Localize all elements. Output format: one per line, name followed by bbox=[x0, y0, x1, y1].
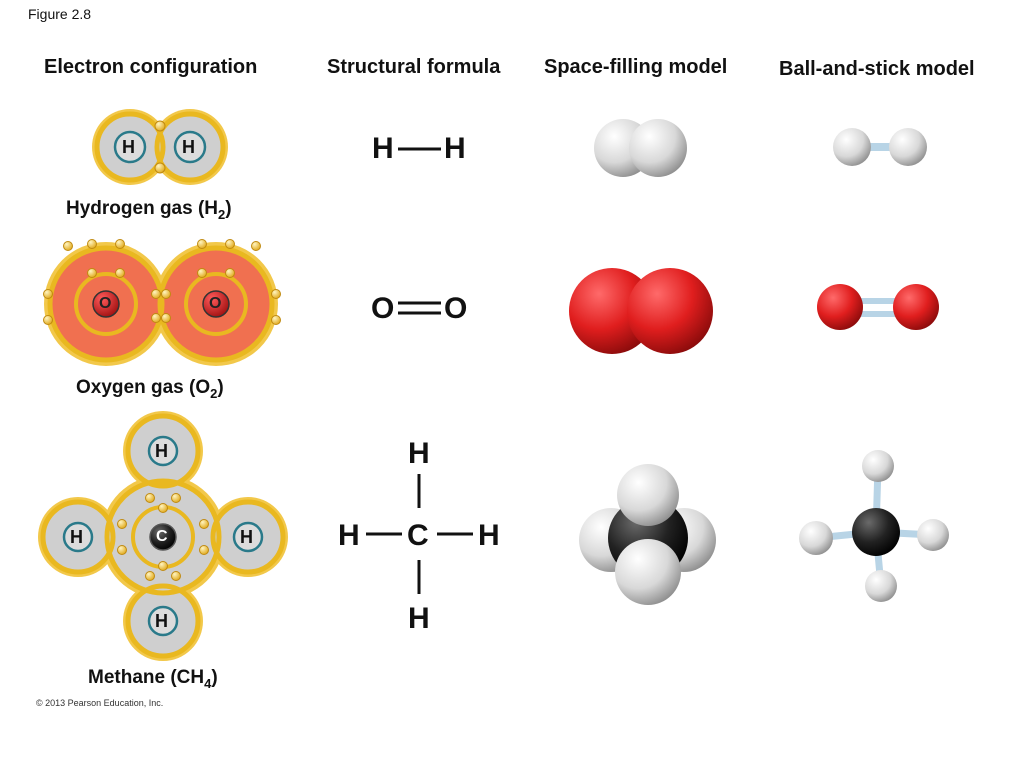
column-header-ball-and-stick-model: Ball-and-stick model bbox=[779, 58, 975, 80]
ch4-atom-c-label: C bbox=[156, 528, 168, 545]
o2-molecule-name: Oxygen gas (O2) bbox=[76, 377, 224, 401]
ch4-atom-h-right-label: H bbox=[240, 527, 253, 547]
o2-structural-o-right: O bbox=[444, 292, 468, 325]
figure-label: Figure 2.8 bbox=[28, 6, 92, 22]
ch4-atom-h-bottom-label: H bbox=[155, 611, 168, 631]
o2-atom-o-left-label: O bbox=[99, 295, 112, 312]
h2-electron-configuration bbox=[92, 109, 228, 185]
o2-space-filling-model bbox=[569, 268, 713, 354]
column-header-structural-formula: Structural formula bbox=[327, 56, 501, 78]
h2-atom-h-left-label: H bbox=[122, 137, 135, 157]
ch4-structural-h-right: H bbox=[478, 519, 500, 552]
ch4-space-filling-model bbox=[579, 464, 716, 605]
h2-atom-h-right-label: H bbox=[182, 137, 195, 157]
ch4-structural-h-left: H bbox=[338, 519, 360, 552]
o2-atom-o-right-label: O bbox=[209, 295, 222, 312]
o2-electron-configuration bbox=[43, 239, 281, 366]
h2-structural-h-left: H bbox=[372, 132, 394, 165]
h2-structural-h-right: H bbox=[444, 132, 466, 165]
h2-molecule-name: Hydrogen gas (H2) bbox=[66, 198, 232, 222]
ch4-structural-h-top: H bbox=[408, 437, 430, 470]
o2-ball-and-stick-model bbox=[817, 284, 939, 330]
ch4-atom-h-top-label: H bbox=[155, 441, 168, 461]
copyright-notice: © 2013 Pearson Education, Inc. bbox=[36, 698, 164, 708]
ch4-atom-h-left-label: H bbox=[70, 527, 83, 547]
o2-structural-o-left: O bbox=[371, 292, 395, 325]
ch4-structural-c: C bbox=[407, 519, 429, 552]
h2-space-filling-model bbox=[594, 119, 687, 177]
structural-bonds bbox=[366, 147, 473, 594]
h2-ball-and-stick-model bbox=[833, 128, 927, 166]
ch4-electron-configuration bbox=[38, 411, 288, 661]
ch4-structural-h-bottom: H bbox=[408, 602, 430, 635]
ch4-ball-and-stick-model bbox=[799, 450, 949, 602]
ch4-molecule-name: Methane (CH4) bbox=[88, 667, 218, 691]
column-header-electron-configuration: Electron configuration bbox=[44, 56, 258, 78]
column-header-space-filling-model: Space-filling model bbox=[544, 56, 728, 78]
